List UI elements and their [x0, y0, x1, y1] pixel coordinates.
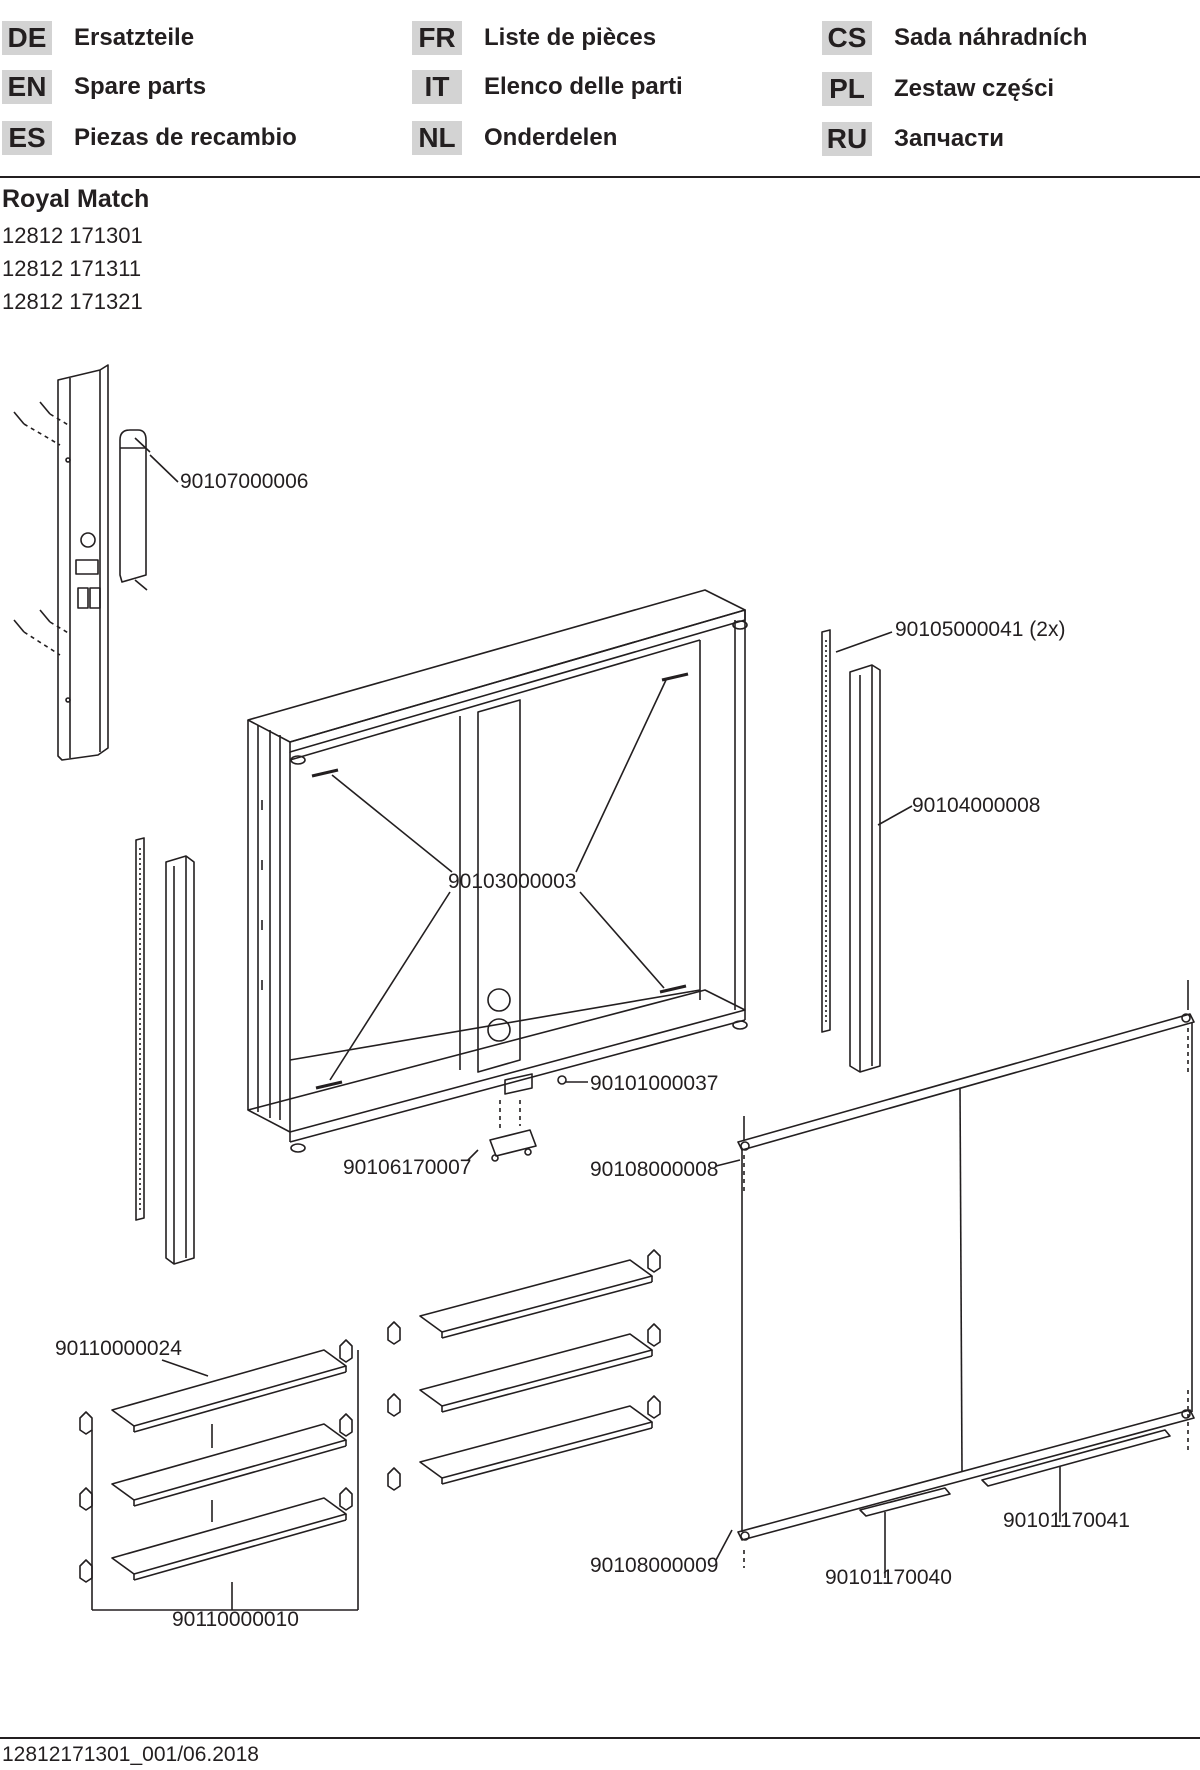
leader-line: [877, 805, 913, 826]
shelf: [111, 1497, 347, 1581]
hinge-block: [489, 1073, 567, 1162]
shelf: [111, 1349, 347, 1433]
left-rail: [57, 364, 109, 761]
article-number: 12812 171311: [2, 256, 142, 281]
right-rail: [821, 629, 831, 1033]
lang-fr: FR Liste de pièces: [412, 21, 656, 55]
lang-label: Ersatzteile: [74, 24, 195, 51]
lang-label: Onderdelen: [484, 124, 618, 151]
lang-code: RU: [822, 122, 872, 156]
leader-line: [835, 631, 893, 653]
part-number-rail: 90105000041 (2x): [895, 618, 1065, 641]
lang-label: Liste de pièces: [484, 24, 657, 51]
shelf: [111, 1423, 347, 1507]
lang-code: PL: [822, 72, 872, 106]
cabinet-body: [247, 589, 748, 1153]
lang-code: DE: [2, 21, 52, 55]
lang-label: Elenco delle parti: [484, 73, 683, 100]
lang-nl: NL Onderdelen: [412, 121, 617, 155]
part-number-cap: 90101000037: [590, 1072, 718, 1095]
lang-label: Sada náhradních: [894, 24, 1088, 51]
part-number-bottom-hinge: 90108000009: [590, 1554, 718, 1577]
lang-label: Запчасти: [894, 125, 1005, 152]
part-number-door-left: 90101170040: [825, 1566, 952, 1589]
lang-es: ES Piezas de recambio: [2, 121, 297, 155]
lang-label: Spare parts: [74, 73, 207, 100]
leader-line: [91, 1350, 359, 1611]
lang-code: EN: [2, 70, 52, 104]
leader-line: [329, 679, 667, 1081]
lang-pl: PL Zestaw części: [822, 72, 1054, 106]
article-number: 12812 171321: [2, 289, 143, 314]
footer-divider: [0, 1737, 1200, 1739]
leader-line: [467, 1149, 479, 1161]
lang-en: EN Spare parts: [2, 70, 206, 104]
lang-code: ES: [2, 121, 52, 155]
leader-line: [149, 454, 179, 483]
light-module: [119, 429, 151, 591]
screw-icon: [13, 401, 71, 656]
part-number-hinge-block: 90106170007: [343, 1156, 471, 1179]
side-profile: [849, 664, 881, 1073]
lang-label: Zestaw części: [894, 75, 1055, 102]
lang-ru: RU Запчасти: [822, 122, 1004, 156]
mirror-doors: [737, 1013, 1195, 1541]
part-number-light-module: 90107000006: [180, 470, 308, 493]
document-number: 12812171301_001/06.2018: [2, 1743, 259, 1766]
part-number-top-hinge: 90108000008: [590, 1158, 718, 1181]
lang-code: IT: [412, 70, 462, 104]
part-number-shelf: 90110000024: [55, 1337, 182, 1360]
part-number-door-right: 90101170041: [1003, 1509, 1130, 1532]
lang-code: FR: [412, 21, 462, 55]
left-side-profile: [165, 855, 195, 1265]
lang-de: DE Ersatzteile: [2, 21, 194, 55]
product-title: Royal Match: [2, 185, 150, 213]
door-screws: [743, 980, 1189, 1568]
part-number-shelf-support: 90110000010: [172, 1608, 299, 1631]
lang-cs: CS Sada náhradních: [822, 21, 1087, 55]
part-number-profile: 90104000008: [912, 794, 1040, 817]
left-side-rail: [135, 837, 145, 1221]
lang-code: CS: [822, 21, 872, 55]
shelf: [419, 1259, 653, 1339]
lang-label: Piezas de recambio: [74, 124, 297, 151]
header-divider: [0, 176, 1200, 178]
lang-code: NL: [412, 121, 462, 155]
leader-line: [715, 1159, 1061, 1578]
shelf: [419, 1405, 653, 1485]
shelf: [419, 1333, 653, 1413]
lang-it: IT Elenco delle parti: [412, 70, 683, 104]
article-number: 12812 171301: [2, 223, 143, 248]
part-number-pins: 90103000003: [448, 870, 576, 893]
